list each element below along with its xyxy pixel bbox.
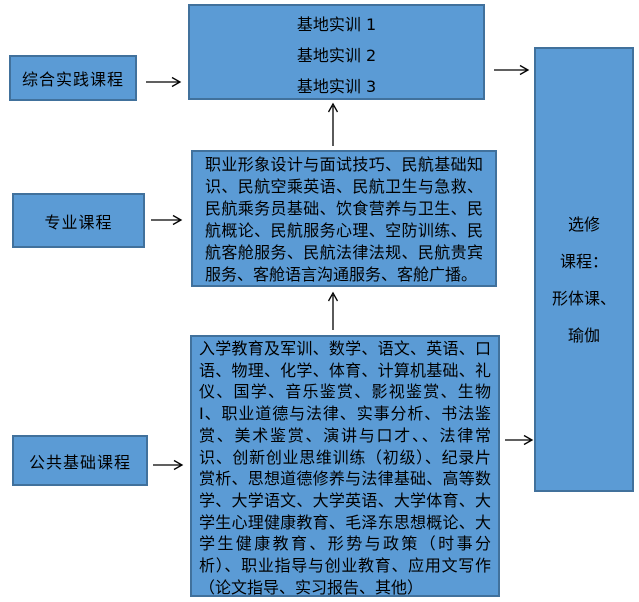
arrow-base-training-to-electives [494, 64, 530, 76]
box-professional-course-list: 职业形象设计与面试技巧、民航基础知识、民航空乘英语、民航卫生与急救、民航乘务员基… [191, 150, 497, 287]
arrow-public-basic-courses-to-electives [505, 434, 534, 446]
electives-line-4: 瑜伽 [567, 325, 600, 345]
arrow-public-basic-to-public-basic-courses [153, 459, 184, 471]
base-training-line-1: 基地实训 1 [296, 15, 377, 34]
box-elective-courses: 选修 课程： 形体课、 瑜伽 [534, 47, 634, 492]
box-public-basic-course-list: 入学教育及军训、数学、语文、英语、口语、物理、化学、体育、计算机基础、礼仪、国学… [190, 335, 500, 597]
public-basic-courses-label: 公共基础课程 [28, 452, 131, 472]
arrow-comprehensive-to-base-training [146, 76, 182, 88]
electives-line-2: 课程： [559, 251, 608, 271]
base-training-line-2: 基地实训 2 [296, 46, 377, 65]
electives-line-3: 形体课、 [551, 288, 616, 308]
arrow-public-basic-courses-to-professional-courses [327, 291, 339, 330]
electives-line-1: 选修 [567, 214, 600, 234]
base-training-line-3: 基地实训 3 [296, 77, 377, 96]
arrow-professional-courses-to-base-training [327, 102, 339, 146]
professional-courses-label: 专业课程 [44, 212, 113, 232]
box-public-basic-courses-label: 公共基础课程 [12, 435, 148, 486]
box-base-training: 基地实训 1 基地实训 2 基地实训 3 [188, 4, 485, 100]
box-professional-courses-label: 专业课程 [12, 193, 145, 248]
arrow-professional-to-professional-courses [151, 214, 183, 226]
box-comprehensive-practice-courses: 综合实践课程 [9, 55, 137, 101]
comprehensive-practice-label: 综合实践课程 [21, 70, 124, 89]
